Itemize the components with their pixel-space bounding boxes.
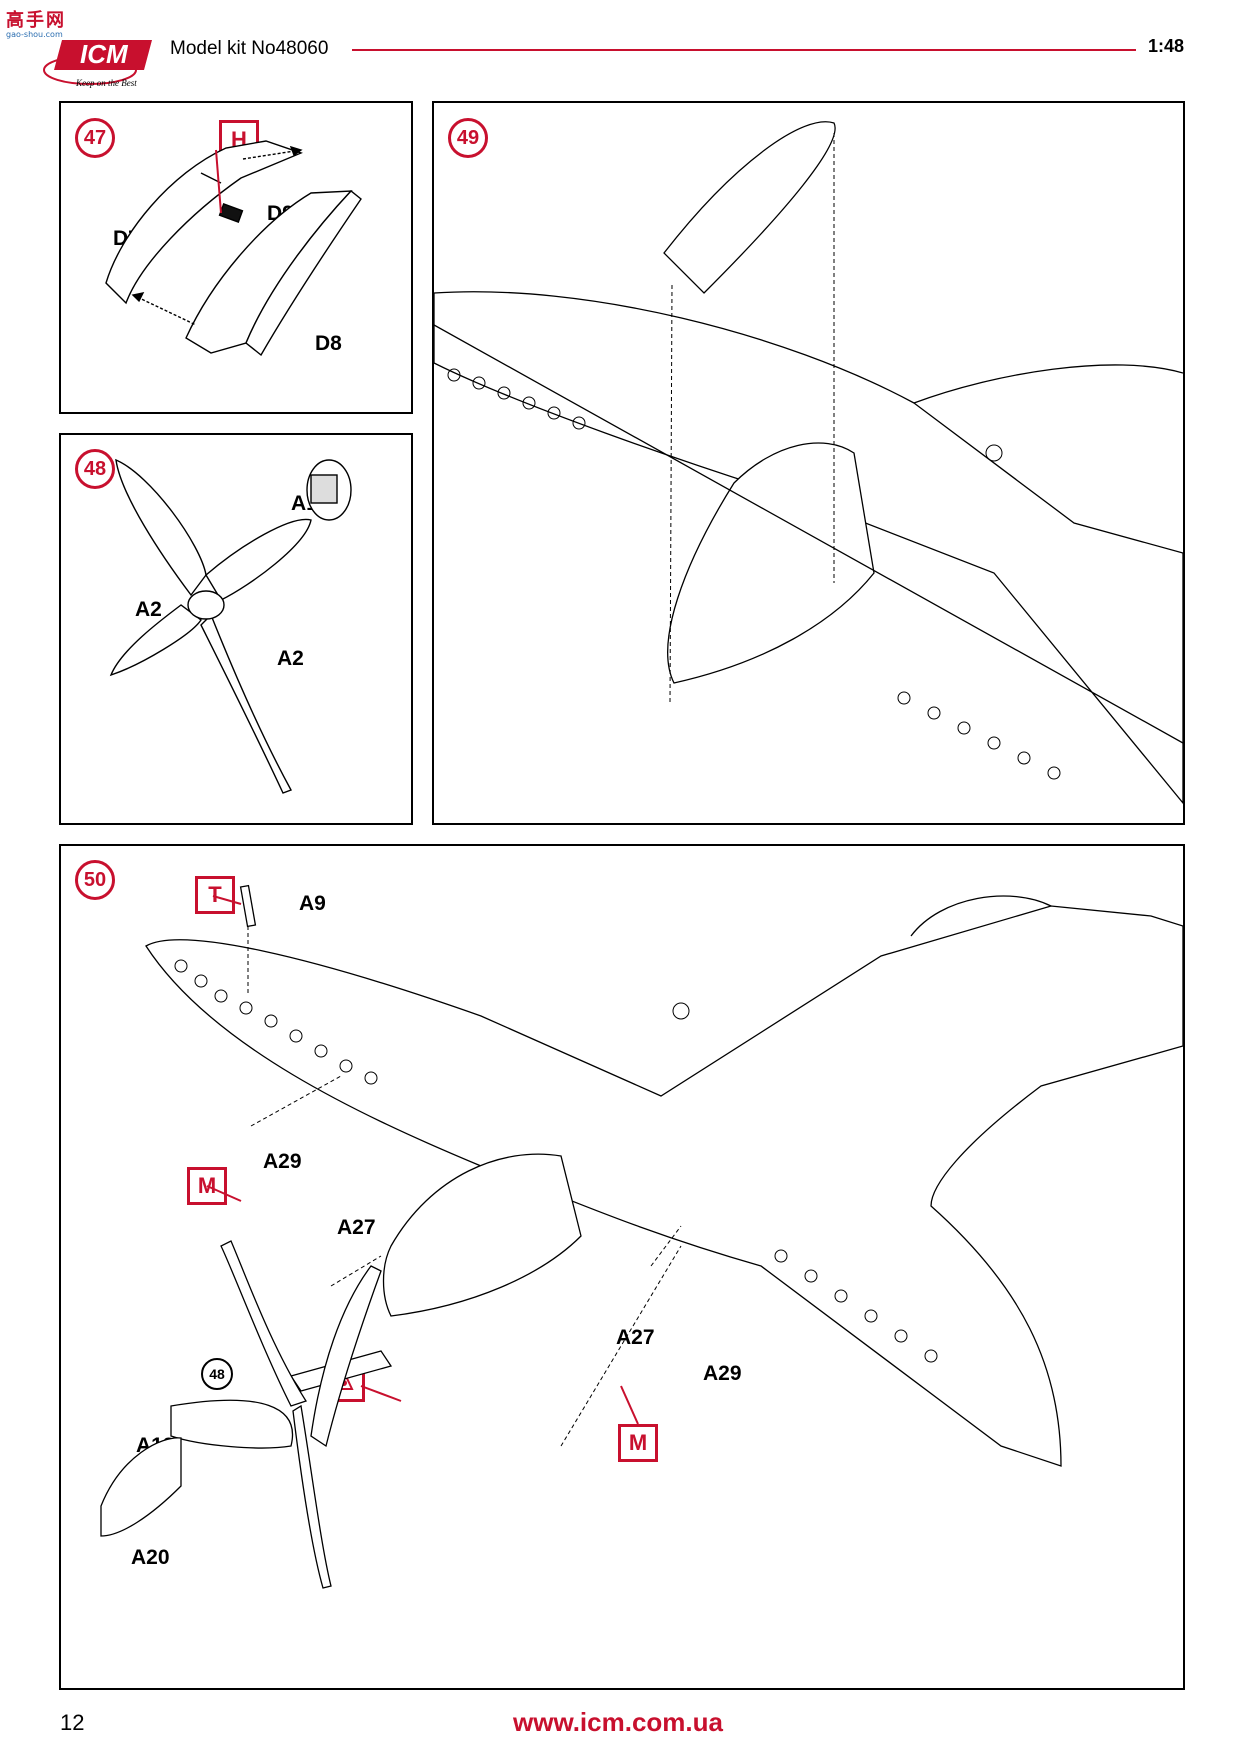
scale-label: 1:48: [1148, 36, 1185, 56]
watermark-logo: 高手网 gao-shou.com: [6, 6, 66, 40]
part-a9-label: A9: [299, 892, 326, 915]
part-a2-right-label: A2: [277, 647, 304, 670]
paint-code-m-top: M: [187, 1167, 227, 1205]
step-49-panel: 49: [432, 101, 1185, 825]
part-a20-label: A20: [131, 1546, 170, 1569]
paint-code-t: T: [195, 876, 235, 914]
header-rule: [352, 49, 1136, 51]
part-a27-top-label: A27: [337, 1216, 376, 1239]
aircraft-nose-assembly-drawing: [434, 121, 1183, 805]
part-a29-bottom-label: A29: [703, 1362, 742, 1385]
part-a27-bottom-label: A27: [616, 1326, 655, 1349]
step-48-badge: 48: [75, 449, 115, 489]
aircraft-full-assembly-drawing: [100, 884, 1183, 1589]
part-a29-top-label: A29: [263, 1150, 302, 1173]
page-number: 12: [60, 1710, 85, 1735]
part-a2-left-label: A2: [135, 598, 162, 621]
step-50-panel: 50 T A9 A29 M A27 48 A18 A20 A27 A29 M: [59, 844, 1185, 1690]
step-47-panel: 47 H D9 D7 D8: [59, 101, 413, 414]
logo-slogan: Keep on the Best: [75, 78, 137, 88]
step-50-badge: 50: [75, 860, 115, 900]
paint-code-m-bottom: M: [618, 1424, 658, 1462]
step-48-reference: 48: [201, 1358, 233, 1390]
propeller-drawing: [109, 458, 352, 794]
part-d8-label: D8: [315, 332, 342, 355]
step-49-badge: 49: [448, 118, 488, 158]
step-48-panel: 48 A19 A2 A2: [59, 433, 413, 825]
cowling-panels-drawing: [105, 140, 362, 357]
step-47-badge: 47: [75, 118, 115, 158]
watermark-subtext: gao-shou.com: [6, 30, 63, 39]
logo-text: ICM: [80, 39, 129, 69]
website-link[interactable]: www.icm.com.ua: [513, 1707, 723, 1737]
watermark-text: 高手网: [6, 10, 66, 31]
model-kit-title: Model kit No48060: [170, 38, 329, 59]
icm-logo: ICM Keep on the Best: [40, 30, 156, 90]
